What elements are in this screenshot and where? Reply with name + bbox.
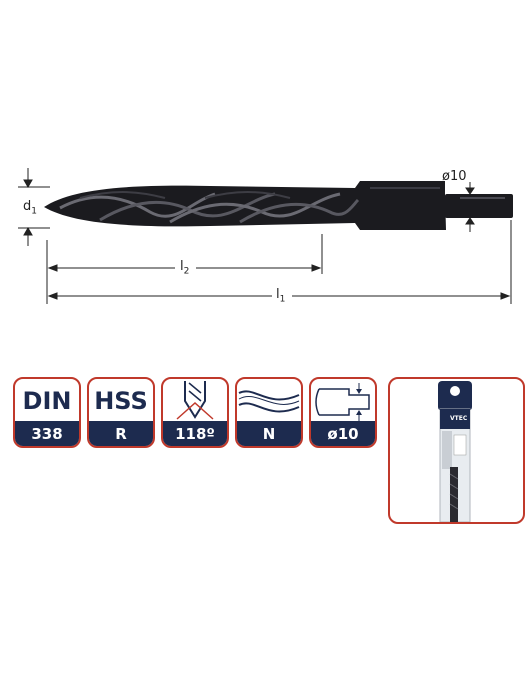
drill-bit bbox=[44, 181, 513, 230]
badge-din-top: DIN bbox=[22, 387, 72, 415]
badge-shank-bottom: ø10 bbox=[311, 421, 375, 446]
badge-material-top: HSS bbox=[94, 387, 148, 415]
d1-subscript: 1 bbox=[31, 206, 37, 217]
d1-dimension bbox=[18, 168, 50, 246]
d1-label: d1 bbox=[23, 199, 37, 217]
l1-dimension bbox=[46, 220, 512, 304]
l2-dimension bbox=[46, 234, 323, 274]
helix-type-icon bbox=[238, 390, 300, 413]
l1-label: l1 bbox=[276, 287, 285, 305]
shank-dimension bbox=[465, 182, 475, 232]
badge-type-bottom: N bbox=[237, 421, 301, 446]
badge-material: HSS R bbox=[87, 377, 155, 448]
l2-label: l2 bbox=[180, 259, 189, 277]
drill-drawing bbox=[18, 168, 513, 304]
badge-point-angle-bottom: 118º bbox=[163, 421, 227, 446]
badge-type: N bbox=[235, 377, 303, 448]
package-photo: VTEC bbox=[388, 377, 525, 524]
badge-din: DIN 338 bbox=[13, 377, 81, 448]
badge-material-bottom: R bbox=[89, 421, 153, 446]
badge-shank: ø10 bbox=[309, 377, 377, 448]
package-image bbox=[438, 381, 472, 522]
shank-diameter-label: ø10 bbox=[442, 169, 467, 184]
point-angle-icon bbox=[176, 381, 214, 420]
l1-letter: l bbox=[276, 287, 280, 302]
d1-letter: d bbox=[23, 199, 32, 214]
badge-din-bottom: 338 bbox=[15, 421, 79, 446]
package-brand-label: VTEC bbox=[450, 415, 468, 422]
l2-letter: l bbox=[180, 259, 184, 274]
shank-icon bbox=[315, 383, 370, 421]
l2-subscript: 2 bbox=[183, 266, 190, 277]
l1-subscript: 1 bbox=[279, 294, 286, 305]
badge-point-angle: 118º bbox=[161, 377, 229, 448]
